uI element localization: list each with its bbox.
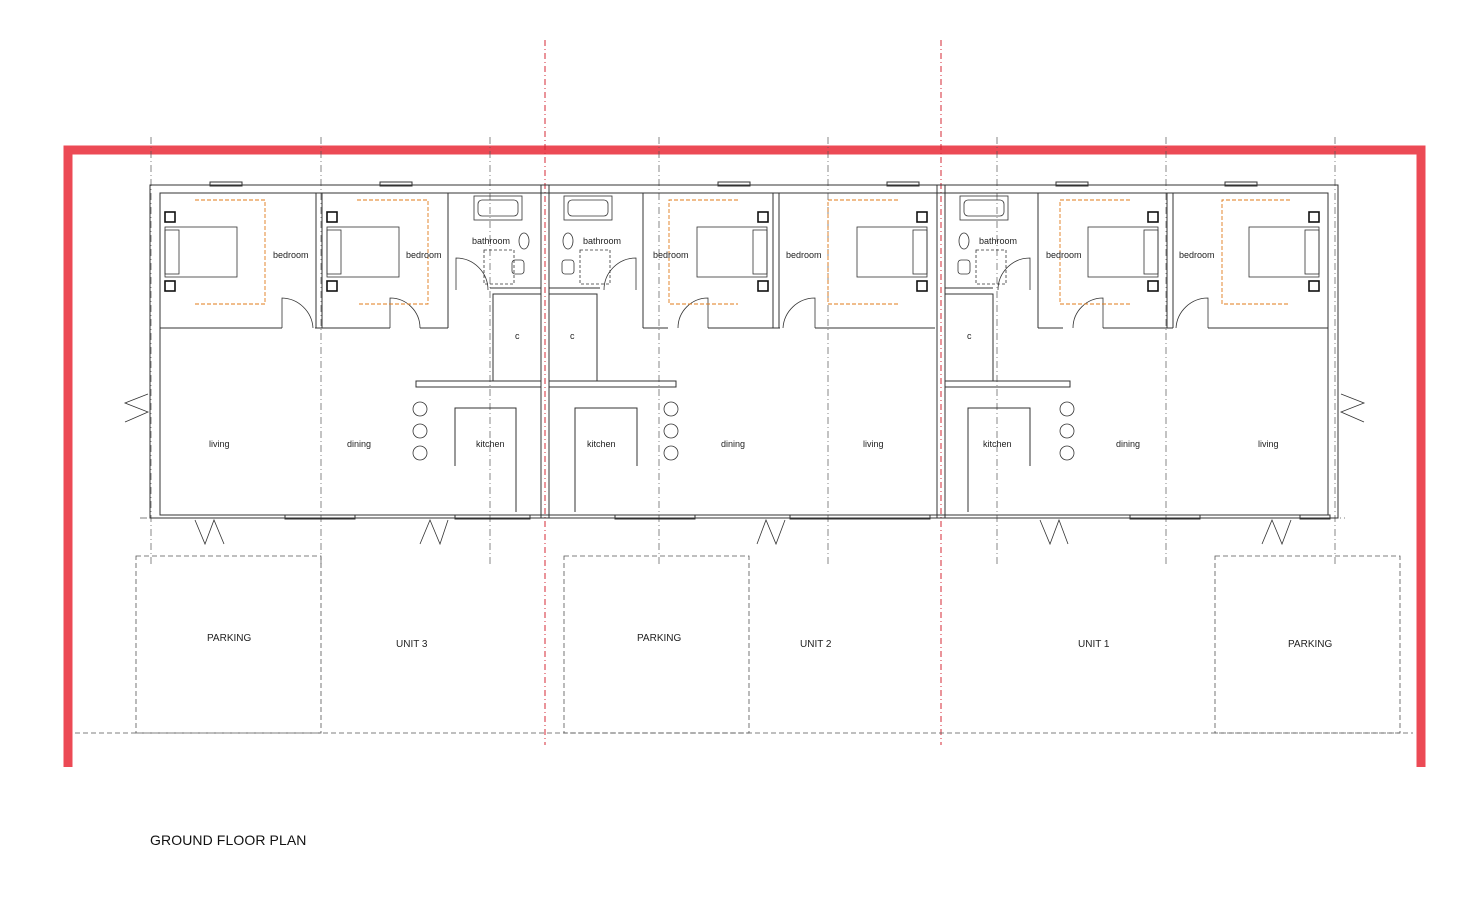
room-label-cupboard: c [515,331,520,341]
room-label-cupboard: c [570,331,575,341]
bedside-tables [164,211,1320,292]
room-label-bedroom: bedroom [1046,250,1082,260]
parking-bays [75,555,1413,734]
parking-label: PARKING [207,633,251,644]
unit-label: UNIT 2 [800,639,832,650]
room-label-bathroom: bathroom [979,236,1017,246]
room-label-cupboard: c [967,331,972,341]
door-swings [123,257,1366,546]
room-label-living: living [209,439,230,449]
unit-label: UNIT 1 [1078,639,1110,650]
room-label-bedroom: bedroom [273,250,309,260]
room-label-bathroom: bathroom [583,236,621,246]
grid-lines [140,137,1345,566]
room-label-dining: dining [721,439,745,449]
room-label-bedroom: bedroom [786,250,822,260]
building-walls [149,181,1339,520]
parking-label: PARKING [637,633,681,644]
room-label-dining: dining [1116,439,1140,449]
unit-label: UNIT 3 [396,639,428,650]
room-label-bathroom: bathroom [472,236,510,246]
room-label-bedroom: bedroom [406,250,442,260]
wardrobe-outlines [195,199,1290,305]
room-label-kitchen: kitchen [983,439,1012,449]
room-label-bedroom: bedroom [1179,250,1215,260]
plan-title: GROUND FLOOR PLAN [150,832,307,848]
room-label-living: living [1258,439,1279,449]
room-label-bedroom: bedroom [653,250,689,260]
room-label-kitchen: kitchen [476,439,505,449]
room-label-kitchen: kitchen [587,439,616,449]
room-label-dining: dining [347,439,371,449]
bar-stools [412,401,1075,461]
parking-label: PARKING [1288,639,1332,650]
beds [164,226,1320,278]
site-boundary [63,145,1426,767]
room-label-living: living [863,439,884,449]
bathroom-fixtures [473,195,1009,285]
